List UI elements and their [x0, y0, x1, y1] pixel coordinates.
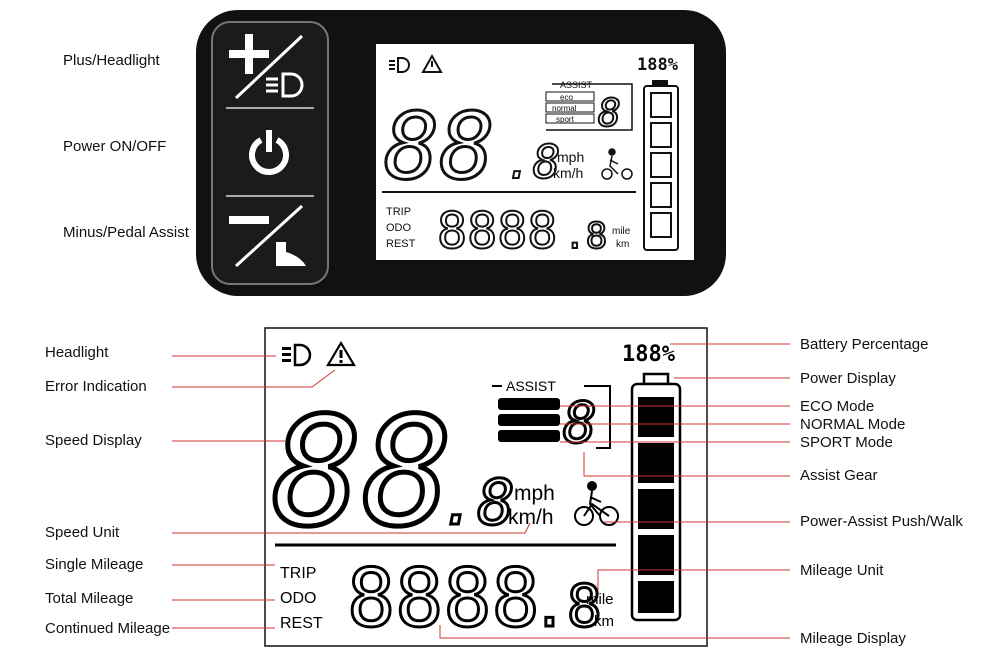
leader-lines	[172, 343, 790, 639]
device-assist-label: ASSIST	[560, 80, 593, 90]
label-push-walk: Power-Assist Push/Walk	[800, 513, 963, 530]
unit-km: km	[594, 613, 614, 630]
label-speed-unit: Speed Unit	[45, 524, 120, 541]
power-display-battery	[630, 372, 682, 622]
device-mileage-decimal: .8	[564, 216, 607, 257]
trip-label: TRIP	[280, 565, 316, 582]
label-sport-mode: SPORT Mode	[800, 434, 893, 451]
mileage-digits: 8888	[347, 552, 540, 645]
device-km: km	[616, 239, 629, 250]
device-mileage: 8888	[437, 202, 557, 260]
device-mode-eco: eco	[560, 93, 573, 102]
unit-mile: mile	[586, 591, 614, 608]
label-power: Power ON/OFF	[63, 138, 167, 155]
device-kmh: km/h	[553, 165, 583, 181]
device-lcd	[376, 44, 694, 260]
label-minus-pedal-assist: Minus/Pedal Assist	[63, 224, 189, 241]
label-normal-mode: NORMAL Mode	[800, 416, 906, 433]
battery-percentage: 188%	[622, 342, 676, 367]
label-plus-headlight: Plus/Headlight	[63, 52, 160, 69]
warning-icon	[326, 340, 356, 367]
unit-mph: mph	[514, 482, 555, 505]
label-error-indication: Error Indication	[45, 378, 147, 395]
battery-segment	[638, 581, 674, 613]
battery-segment	[638, 397, 674, 437]
label-single-mileage: Single Mileage	[45, 556, 144, 573]
label-eco-mode: ECO Mode	[800, 398, 875, 415]
plus-headlight-button[interactable]	[229, 34, 304, 100]
device-battery-pct: 188%	[637, 55, 679, 75]
speed-digits: 88	[272, 386, 453, 560]
assist-label: ASSIST	[506, 378, 556, 394]
label-headlight: Headlight	[45, 344, 109, 361]
label-power-display: Power Display	[800, 370, 896, 387]
battery-segment	[638, 443, 674, 483]
device-walk-icon	[601, 148, 633, 180]
label-battery-percentage: Battery Percentage	[800, 336, 929, 353]
battery-segment	[638, 535, 674, 575]
rest-label: REST	[280, 615, 323, 632]
device-trip: TRIP	[386, 206, 411, 218]
sport-mode-bar	[498, 430, 560, 442]
device-mile: mile	[612, 226, 631, 237]
odo-label: ODO	[280, 590, 316, 607]
device-mode-sport: sport	[556, 115, 575, 124]
battery-segment	[638, 489, 674, 529]
device-speed-decimal: .8	[505, 135, 560, 189]
label-total-mileage: Total Mileage	[45, 590, 134, 607]
label-continued-mileage: Continued Mileage	[45, 620, 171, 637]
label-speed-display: Speed Display	[45, 432, 142, 449]
device-mode-normal: normal	[552, 104, 577, 113]
eco-mode-bar	[498, 398, 560, 410]
label-mileage-unit: Mileage Unit	[800, 562, 884, 579]
headlight-icon	[282, 343, 312, 367]
device-illustration: 188% ASSIST eco normal sport 8 88 .8 mph…	[196, 10, 726, 296]
device-battery-bar	[643, 80, 679, 251]
normal-mode-bar	[498, 414, 560, 426]
device-mph: mph	[557, 149, 584, 165]
label-mileage-display: Mileage Display	[800, 630, 906, 647]
label-assist-gear: Assist Gear	[800, 467, 878, 484]
device-gear: 8	[598, 91, 621, 135]
mileage-decimal: .8	[532, 572, 602, 640]
device-odo: ODO	[386, 222, 412, 234]
push-walk-icon	[574, 481, 619, 526]
power-button[interactable]	[249, 130, 289, 175]
speed-decimal: .8	[440, 466, 515, 539]
minus-pedal-assist-button[interactable]	[229, 204, 306, 268]
unit-kmh: km/h	[508, 506, 554, 529]
device-speed: 88	[384, 93, 495, 200]
device-rest: REST	[386, 238, 416, 250]
